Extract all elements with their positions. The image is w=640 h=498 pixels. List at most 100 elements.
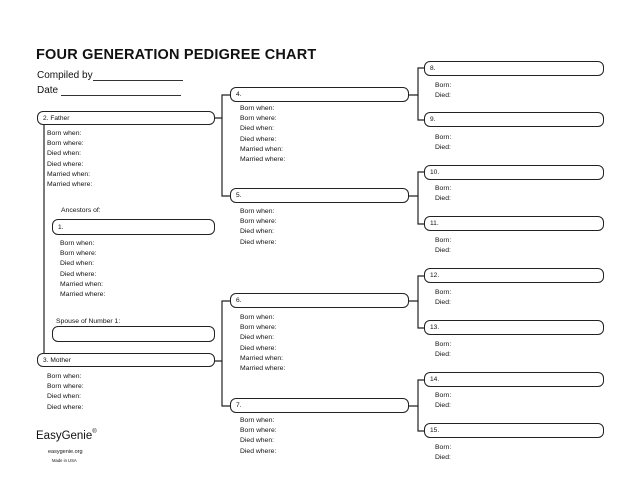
person-11-label: 11. <box>430 220 439 227</box>
field-born-where: Born where: <box>60 250 97 258</box>
person-1-box[interactable]: 1. <box>52 219 215 235</box>
person-6-box[interactable]: 6. <box>230 293 409 308</box>
field-born-where: Born where: <box>240 324 277 332</box>
person-14-box[interactable]: 14. <box>424 372 604 387</box>
person-6-label: 6. <box>236 297 242 304</box>
field-married-when: Married when: <box>240 145 284 153</box>
ancestors-of-label: Ancestors of: <box>61 207 101 214</box>
person-7-fields: Born when: Born where: Died when: Died w… <box>240 416 277 457</box>
field-died-where: Died where: <box>240 344 277 352</box>
person-15-box[interactable]: 15. <box>424 423 604 438</box>
field-died: Died: <box>435 351 451 359</box>
field-died: Died: <box>435 92 451 100</box>
person-14-fields: Born: Died: <box>435 391 451 411</box>
field-died: Died: <box>435 144 451 152</box>
person-7-label: 7. <box>236 402 242 409</box>
field-born: Born: <box>435 341 452 348</box>
person-3-box[interactable]: 3. Mother <box>37 353 215 367</box>
field-died: Died: <box>435 247 451 255</box>
field-died-where: Died where: <box>240 135 277 143</box>
field-died: Died: <box>435 299 451 307</box>
compiled-by-line[interactable] <box>92 71 183 81</box>
person-8-fields: Born: Died: <box>435 81 451 101</box>
person-15-label: 15. <box>430 427 440 434</box>
person-12-box[interactable]: 12. <box>424 268 604 283</box>
person-1-label: 1. <box>58 224 64 231</box>
connector-3-7 <box>221 361 230 407</box>
person-8-label: 8. <box>430 65 436 72</box>
date-line[interactable] <box>60 86 181 96</box>
field-born: Born: <box>435 444 452 451</box>
field-died: Died: <box>435 195 451 203</box>
field-born-where: Born where: <box>47 140 84 148</box>
field-born-when: Born when: <box>240 208 275 215</box>
connector-2-4 <box>214 94 230 119</box>
logo-name: EasyGenie <box>36 430 93 442</box>
field-died-where: Died where: <box>240 238 277 246</box>
compiled-by-field[interactable]: Compiled by <box>37 70 183 81</box>
page-title: FOUR GENERATION PEDIGREE CHART <box>36 47 317 63</box>
person-7-box[interactable]: 7. <box>230 398 409 413</box>
person-12-fields: Born: Died: <box>435 288 451 308</box>
person-14-label: 14. <box>430 376 440 383</box>
field-died-when: Died when: <box>47 150 82 158</box>
person-11-fields: Born: Died: <box>435 236 451 256</box>
field-died-when: Died when: <box>240 334 275 342</box>
person-2-fields: Born when: Born where: Died when: Died w… <box>47 129 92 190</box>
person-10-label: 10. <box>430 169 440 176</box>
field-married-where: Married where: <box>240 364 286 372</box>
person-5-box[interactable]: 5. <box>230 188 409 203</box>
field-died-when: Died when: <box>240 228 275 236</box>
person-3-label: 3. Mother <box>43 357 71 364</box>
field-born-where: Born where: <box>240 427 277 435</box>
person-13-label: 13. <box>430 324 440 331</box>
person-13-box[interactable]: 13. <box>424 320 604 335</box>
field-born-where: Born where: <box>47 383 84 391</box>
person-9-box[interactable]: 9. <box>424 112 604 127</box>
compiled-by-label: Compiled by <box>37 70 93 81</box>
person-11-box[interactable]: 11. <box>424 216 604 231</box>
person-10-box[interactable]: 10. <box>424 165 604 180</box>
field-married-when: Married when: <box>47 170 91 178</box>
date-field[interactable]: Date <box>37 85 181 96</box>
connector-2-5 <box>221 118 230 197</box>
field-died-where: Died where: <box>47 403 84 411</box>
field-born: Born: <box>435 82 452 89</box>
field-born: Born: <box>435 237 452 244</box>
field-born-where: Born where: <box>240 115 277 123</box>
easygenie-logo: EasyGenie® <box>36 429 97 442</box>
field-died-where: Died where: <box>47 160 84 168</box>
person-13-fields: Born: Died: <box>435 340 451 360</box>
field-died-when: Died when: <box>240 125 275 133</box>
connector-6-12 <box>409 275 424 302</box>
connector-5-11 <box>417 196 424 225</box>
person-5-label: 5. <box>236 192 242 199</box>
field-married-when: Married when: <box>240 354 284 362</box>
field-died: Died: <box>435 454 451 462</box>
connector-4-9 <box>417 95 424 121</box>
person-5-fields: Born when: Born where: Died when: Died w… <box>240 207 277 248</box>
connector-3-6 <box>214 300 230 362</box>
field-married-where: Married where: <box>240 155 286 163</box>
spouse-box[interactable] <box>52 326 215 342</box>
person-8-box[interactable]: 8. <box>424 61 604 76</box>
person-4-label: 4. <box>236 91 242 98</box>
field-married-where: Married where: <box>47 180 93 188</box>
field-born: Born: <box>435 185 452 192</box>
field-died-where: Died where: <box>60 270 97 278</box>
person-2-box[interactable]: 2. Father <box>37 111 215 125</box>
logo-registered-mark: ® <box>92 429 97 435</box>
date-label: Date <box>37 85 59 96</box>
field-died: Died: <box>435 402 451 410</box>
field-born-when: Born when: <box>47 373 82 380</box>
person-2-label: 2. Father <box>43 115 70 122</box>
field-born-when: Born when: <box>240 314 275 321</box>
field-born: Born: <box>435 392 452 399</box>
connector-4-8 <box>409 67 424 96</box>
person-4-box[interactable]: 4. <box>230 87 409 102</box>
field-married-when: Married when: <box>60 280 104 288</box>
connector-5-10 <box>409 171 424 197</box>
logo-site: easygenie.org <box>48 449 83 455</box>
field-died-when: Died when: <box>240 437 275 445</box>
